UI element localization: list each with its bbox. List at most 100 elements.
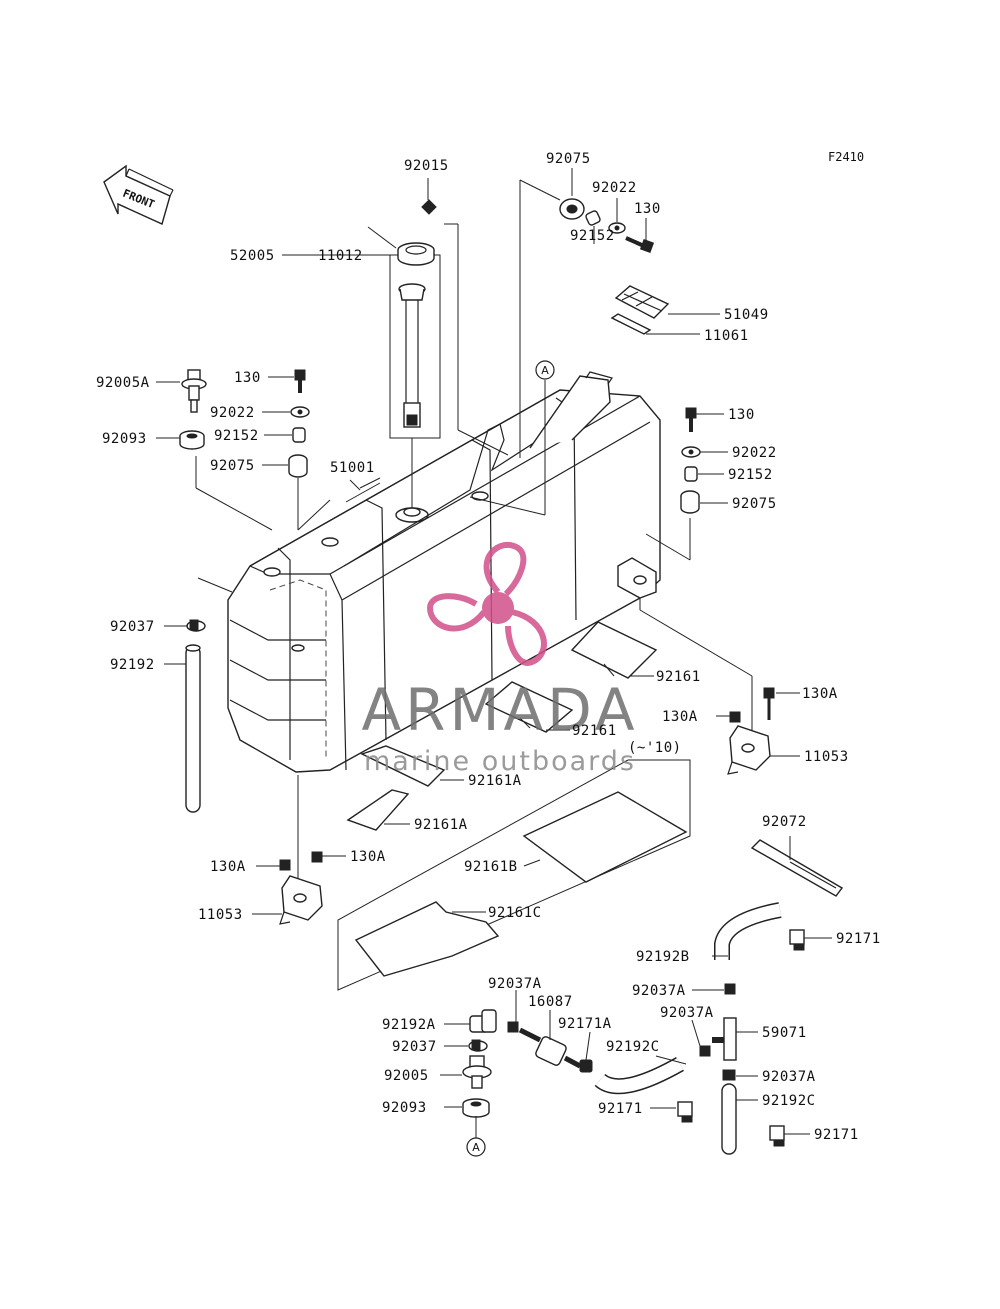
label-92192: 92192 xyxy=(110,657,155,673)
part-92161A-pad-1 xyxy=(360,745,446,787)
label-130A-l2: 130A xyxy=(350,849,386,865)
label-130-left: 130 xyxy=(234,370,261,386)
part-92037A-clamp-3 xyxy=(722,1069,736,1081)
label-92037A-2: 92037A xyxy=(632,983,686,999)
part-92037A-clamp-4 xyxy=(507,1021,519,1033)
label-92171A: 92171A xyxy=(558,1016,612,1032)
label-92075-right: 92075 xyxy=(732,496,777,512)
part-59071-tee-fitting xyxy=(712,1017,737,1061)
part-fuel-sender xyxy=(398,283,426,428)
label-92161B: 92161B xyxy=(464,859,518,875)
part-11053-right-bracket xyxy=(716,687,800,775)
label-92192A: 92192A xyxy=(382,1017,436,1033)
part-92161A-pad-2 xyxy=(346,789,410,831)
part-130-right-bolt xyxy=(685,407,697,432)
part-92161B-pad xyxy=(522,791,688,883)
figure-code: F2410 xyxy=(828,150,864,164)
part-92171-clip-c xyxy=(769,1125,785,1147)
part-51001-fuel-tank xyxy=(227,371,661,773)
part-92171A-clip xyxy=(579,1059,593,1073)
part-92171-clip-b xyxy=(677,1101,693,1123)
part-92152-top-collar xyxy=(585,210,601,226)
label-92015: 92015 xyxy=(404,158,449,174)
part-92171-clip-a xyxy=(789,929,805,951)
part-92037-bottom-clamp xyxy=(468,1039,488,1052)
part-92015-nut xyxy=(421,199,437,215)
label-92075-left: 92075 xyxy=(210,458,255,474)
label-92037A-3: 92037A xyxy=(660,1005,714,1021)
label-52005: 52005 xyxy=(230,248,275,264)
label-92093-bottom: 92093 xyxy=(382,1100,427,1116)
label-130A-l1: 130A xyxy=(210,859,246,875)
part-11012-cap-ring xyxy=(397,242,435,266)
part-92075-top-grommet xyxy=(559,198,585,220)
callout-lines-bottom xyxy=(440,937,832,1138)
label-92072: 92072 xyxy=(762,814,807,830)
part-92075-left-grommet xyxy=(288,454,308,478)
part-92152-right-collar xyxy=(684,466,698,482)
label-92022-left: 92022 xyxy=(210,405,255,421)
label-92005: 92005 xyxy=(384,1068,429,1084)
label-92161-b: 92161 xyxy=(572,723,617,739)
label-92037: 92037 xyxy=(110,619,155,635)
ref-marker-a-bottom: A xyxy=(466,1137,486,1157)
label-92192C-2: 92192C xyxy=(762,1093,816,1109)
part-92161C-pad xyxy=(354,901,500,977)
label-92037-bottom: 92037 xyxy=(392,1039,437,1055)
label-59071: 59071 xyxy=(762,1025,807,1041)
label-92161A-2: 92161A xyxy=(414,817,468,833)
label-92037A-1: 92037A xyxy=(488,976,542,992)
label-16087: 16087 xyxy=(528,994,573,1010)
part-92022-left-washer xyxy=(290,406,310,418)
part-92022-right-washer xyxy=(681,446,701,458)
label-92192B: 92192B xyxy=(636,949,690,965)
part-92192C-hose-middle xyxy=(594,1057,684,1095)
part-92022-top-washer xyxy=(608,222,626,234)
watermark-tagline: marine outboards xyxy=(364,746,636,777)
label-130A-r1: 130A xyxy=(802,686,838,702)
label-92192C-1: 92192C xyxy=(606,1039,660,1055)
label-92152-right: 92152 xyxy=(728,467,773,483)
part-11053-left-bracket xyxy=(252,851,346,925)
part-11061-gasket xyxy=(610,313,652,335)
label-92171-a: 92171 xyxy=(836,931,881,947)
svg-text:A: A xyxy=(472,1141,480,1154)
part-92037A-clamp-1 xyxy=(724,983,736,995)
part-130-left-bolt xyxy=(294,369,306,393)
part-92005-fitting xyxy=(462,1055,492,1089)
watermark-logo-icon xyxy=(426,541,547,666)
ref-marker-a-top: A xyxy=(535,360,555,380)
label-92152-top: 92152 xyxy=(570,228,615,244)
front-arrow-icon: FRONT xyxy=(103,164,174,225)
label-130A-r2: 130A xyxy=(662,709,698,725)
label-11061: 11061 xyxy=(704,328,749,344)
label-92161-a: 92161 xyxy=(656,669,701,685)
label-92152-left: 92152 xyxy=(214,428,259,444)
group-bracket-10 xyxy=(337,759,691,991)
callout-lines xyxy=(195,179,753,880)
part-92037-clamp xyxy=(186,619,206,632)
part-130-top-bolt xyxy=(625,236,655,254)
label-51001: 51001 xyxy=(330,460,375,476)
part-92005A-fitting xyxy=(181,369,207,413)
label-130-top: 130 xyxy=(634,201,661,217)
part-51049-cover xyxy=(614,285,670,319)
label-92022-right: 92022 xyxy=(732,445,777,461)
label-92171-b: 92171 xyxy=(598,1101,643,1117)
label-92161A-1: 92161A xyxy=(468,773,522,789)
part-92192B-hose xyxy=(714,902,782,960)
label-11053-left: 11053 xyxy=(198,907,243,923)
part-92093-left-grommet xyxy=(179,430,205,450)
label-note-10: (~'10) xyxy=(628,740,682,756)
part-16087-fuel-filter xyxy=(518,1027,582,1069)
part-92093-bottom-grommet xyxy=(462,1098,490,1118)
label-130-right: 130 xyxy=(728,407,755,423)
part-92161-pad-2 xyxy=(484,681,574,733)
label-92005A: 92005A xyxy=(96,375,150,391)
part-92192-hose xyxy=(185,644,201,813)
label-92022-top: 92022 xyxy=(592,180,637,196)
label-92161C: 92161C xyxy=(488,905,542,921)
part-92192C-hose-right xyxy=(721,1083,737,1155)
label-92171-c: 92171 xyxy=(814,1127,859,1143)
